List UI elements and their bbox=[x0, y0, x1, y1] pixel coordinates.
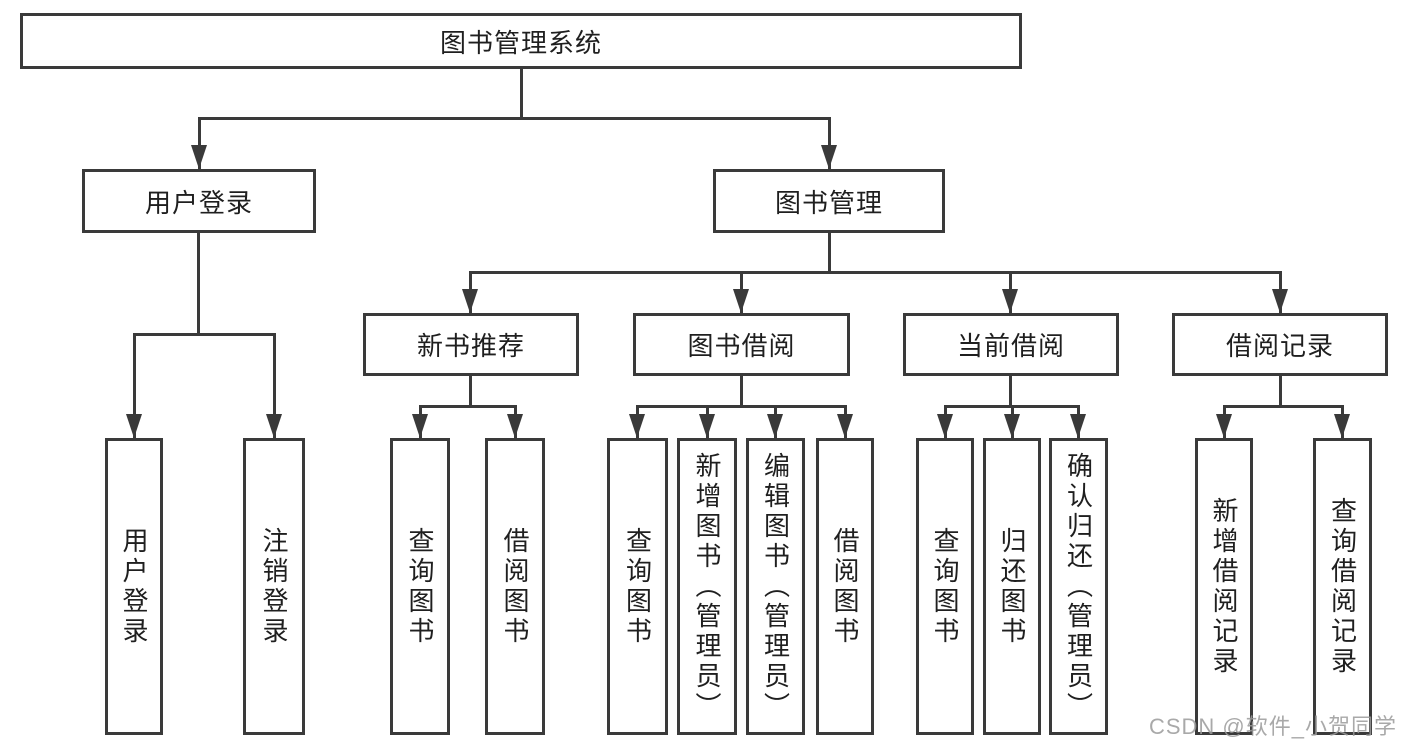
connector-line bbox=[636, 405, 846, 408]
leaf-edit-books-admin: 编辑图书（管理员） bbox=[746, 438, 805, 735]
arrow-down-icon bbox=[1272, 289, 1288, 313]
node-new-book-recommend: 新书推荐 bbox=[363, 313, 579, 376]
node-root-system: 图书管理系统 bbox=[20, 13, 1022, 69]
leaf-current-query-books: 查询图书 bbox=[916, 438, 974, 735]
connector-line bbox=[469, 271, 1282, 274]
leaf-recommend-query-books-label: 查询图书 bbox=[405, 526, 435, 647]
arrow-down-icon bbox=[1002, 289, 1018, 313]
node-root-label: 图书管理系统 bbox=[439, 27, 602, 58]
arrow-down-icon bbox=[629, 414, 645, 438]
leaf-edit-books-admin-label: 编辑图书（管理员） bbox=[760, 451, 791, 722]
connector-line bbox=[828, 233, 831, 273]
connector-line bbox=[133, 333, 276, 336]
node-book-management-label: 图书管理 bbox=[774, 187, 883, 218]
leaf-return-books-label: 归还图书 bbox=[997, 526, 1027, 647]
node-book-borrow: 图书借阅 bbox=[633, 313, 850, 376]
connector-line bbox=[1279, 376, 1282, 407]
arrow-down-icon bbox=[507, 414, 523, 438]
arrow-down-icon bbox=[1070, 414, 1086, 438]
connector-line bbox=[419, 405, 517, 408]
leaf-user-login-label: 用户登录 bbox=[119, 526, 149, 647]
leaf-borrow-query-books: 查询图书 bbox=[607, 438, 668, 735]
connector-line bbox=[1223, 405, 1344, 408]
connector-line bbox=[828, 117, 831, 169]
arrow-down-icon bbox=[821, 145, 837, 169]
arrow-down-icon bbox=[733, 289, 749, 313]
leaf-add-books-admin: 新增图书（管理员） bbox=[677, 438, 737, 735]
arrow-down-icon bbox=[266, 414, 282, 438]
node-user-login-label: 用户登录 bbox=[144, 187, 253, 218]
leaf-recommend-borrow-books: 借阅图书 bbox=[485, 438, 545, 735]
leaf-user-login: 用户登录 bbox=[105, 438, 163, 735]
arrow-down-icon bbox=[837, 414, 853, 438]
leaf-logout: 注销登录 bbox=[243, 438, 305, 735]
arrow-down-icon bbox=[462, 289, 478, 313]
leaf-query-borrow-record-label: 查询借阅记录 bbox=[1327, 496, 1358, 677]
arrow-down-icon bbox=[767, 414, 783, 438]
arrow-down-icon bbox=[191, 145, 207, 169]
arrow-down-icon bbox=[1004, 414, 1020, 438]
connector-line bbox=[197, 233, 200, 335]
arrow-down-icon bbox=[1216, 414, 1232, 438]
arrow-down-icon bbox=[699, 414, 715, 438]
node-current-borrow: 当前借阅 bbox=[903, 313, 1119, 376]
node-borrow-records: 借阅记录 bbox=[1172, 313, 1388, 376]
csdn-watermark: CSDN @软件_小贺同学 bbox=[1148, 714, 1397, 739]
connector-line bbox=[133, 333, 136, 438]
connector-line bbox=[198, 117, 201, 169]
connector-line bbox=[198, 117, 830, 120]
leaf-recommend-query-books: 查询图书 bbox=[390, 438, 450, 735]
node-borrow-records-label: 借阅记录 bbox=[1225, 331, 1334, 361]
leaf-add-books-admin-label: 新增图书（管理员） bbox=[692, 451, 722, 722]
arrow-down-icon bbox=[937, 414, 953, 438]
leaf-confirm-return-admin: 确认归还（管理员） bbox=[1049, 438, 1108, 735]
arrow-down-icon bbox=[412, 414, 428, 438]
leaf-add-borrow-record: 新增借阅记录 bbox=[1195, 438, 1253, 735]
leaf-logout-label: 注销登录 bbox=[259, 526, 289, 647]
connector-line bbox=[740, 376, 743, 407]
connector-line bbox=[1009, 376, 1012, 407]
connector-line bbox=[520, 68, 523, 119]
leaf-current-query-books-label: 查询图书 bbox=[930, 526, 960, 647]
leaf-return-books: 归还图书 bbox=[983, 438, 1041, 735]
node-book-management: 图书管理 bbox=[713, 169, 945, 233]
node-current-borrow-label: 当前借阅 bbox=[956, 331, 1065, 361]
leaf-borrow-books-label: 借阅图书 bbox=[830, 526, 860, 647]
connector-line bbox=[273, 333, 276, 438]
leaf-borrow-books: 借阅图书 bbox=[816, 438, 874, 735]
leaf-query-borrow-record: 查询借阅记录 bbox=[1313, 438, 1372, 735]
node-book-borrow-label: 图书借阅 bbox=[687, 331, 796, 361]
node-new-book-recommend-label: 新书推荐 bbox=[416, 331, 525, 361]
node-user-login: 用户登录 bbox=[82, 169, 316, 233]
leaf-add-borrow-record-label: 新增借阅记录 bbox=[1209, 496, 1239, 677]
leaf-confirm-return-admin-label: 确认归还（管理员） bbox=[1063, 451, 1094, 722]
arrow-down-icon bbox=[1334, 414, 1350, 438]
connector-line bbox=[469, 376, 472, 407]
leaf-recommend-borrow-books-label: 借阅图书 bbox=[500, 526, 530, 647]
leaf-borrow-query-books-label: 查询图书 bbox=[622, 526, 653, 647]
arrow-down-icon bbox=[126, 414, 142, 438]
